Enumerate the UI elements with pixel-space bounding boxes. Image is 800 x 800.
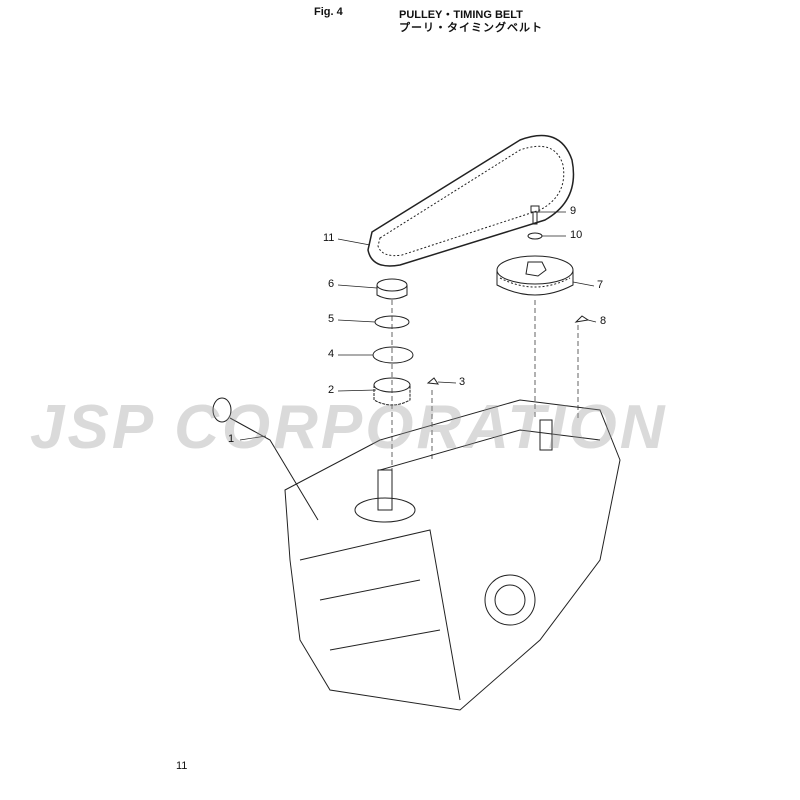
callout-5: 5 (328, 313, 335, 325)
watermark: JSP CORPORATION (30, 393, 668, 462)
callout-9: 9 (570, 205, 577, 217)
title-japanese: プーリ・タイミングベルト (399, 22, 543, 34)
callout-3: 3 (459, 376, 466, 388)
plate-4 (372, 346, 414, 364)
dipstick (212, 397, 319, 521)
leader-lines (239, 211, 597, 470)
title-english: PULLEY・TIMING BELT (399, 9, 523, 21)
key-8 (574, 315, 590, 323)
callout-10: 10 (570, 229, 583, 241)
bolt (530, 205, 540, 225)
callout-7: 7 (597, 279, 604, 291)
key-3 (426, 377, 440, 385)
washer (527, 232, 543, 240)
callout-6: 6 (328, 278, 335, 290)
figure-number: Fig. 4 (314, 6, 343, 18)
page-number: 11 (176, 760, 188, 772)
callout-4: 4 (328, 348, 335, 360)
callout-1: 1 (228, 433, 235, 445)
callout-2: 2 (328, 384, 335, 396)
camshaft-pulley (496, 255, 574, 296)
callout-11: 11 (323, 232, 335, 244)
engine-block (284, 399, 621, 711)
callout-8: 8 (600, 315, 607, 327)
collar (376, 278, 408, 300)
timing-belt (367, 134, 575, 267)
